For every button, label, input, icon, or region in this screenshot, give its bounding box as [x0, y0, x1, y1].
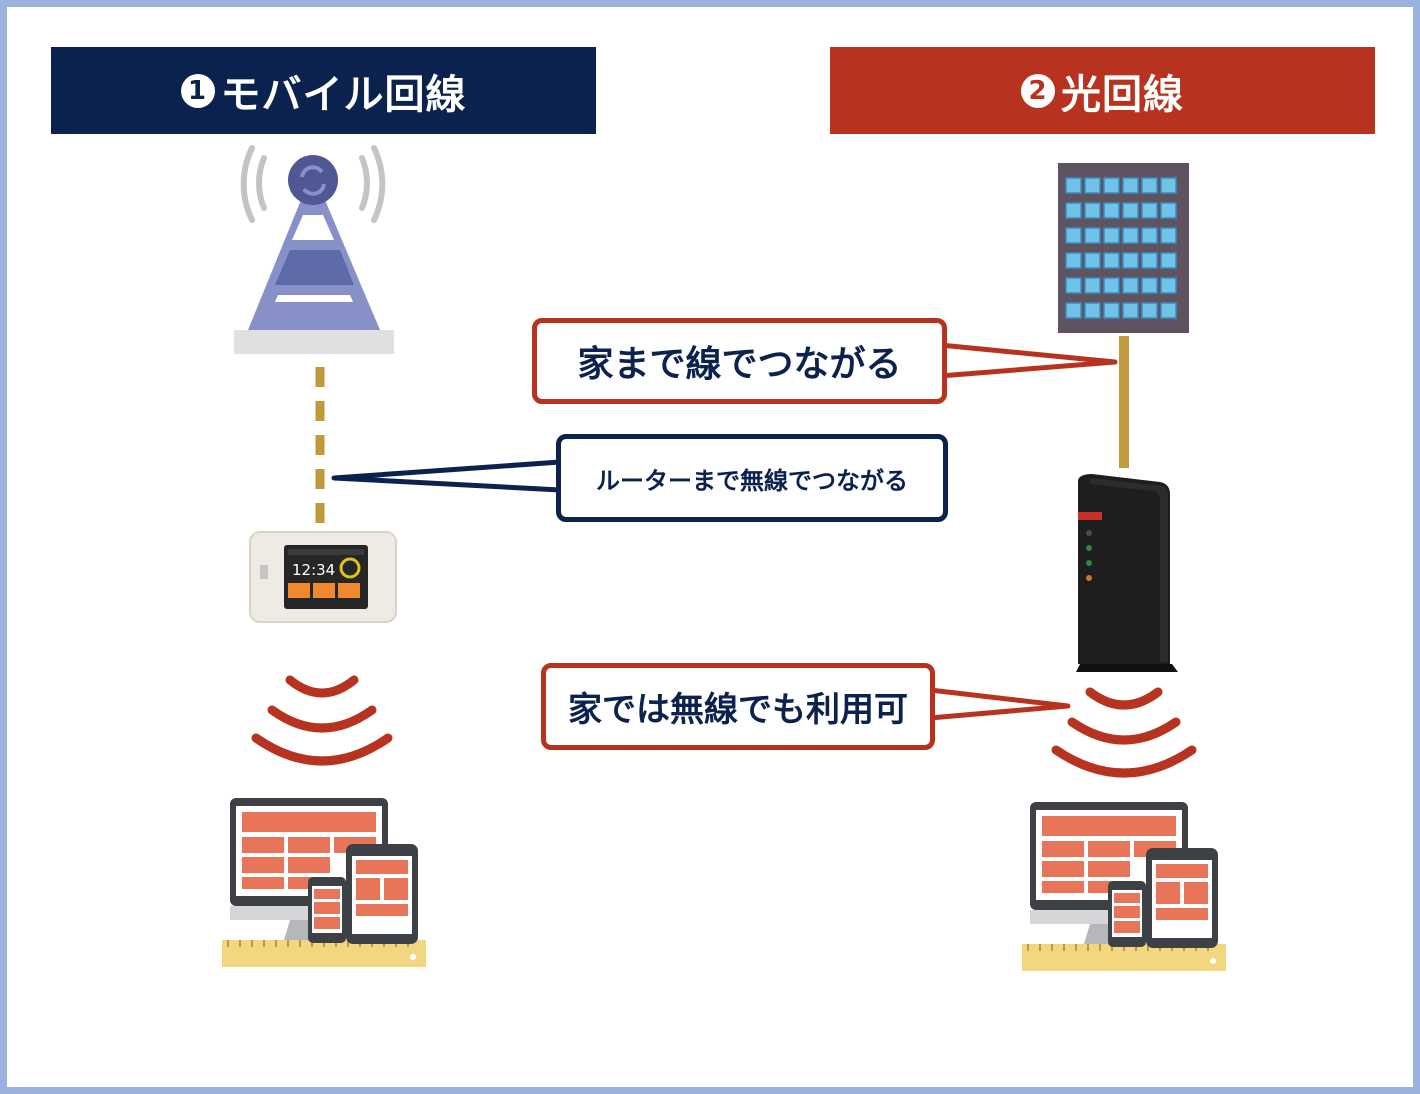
- mobile-router-icon: 12:34: [249, 531, 397, 623]
- router-screen-time: 12:34: [292, 561, 335, 579]
- callout-tail-fiber-wired: [937, 342, 1118, 379]
- callout-fiber-wired: 家まで線でつながる: [532, 318, 947, 404]
- header-mobile-label: モバイル回線: [220, 71, 467, 118]
- header-fiber-label: 光回線: [1061, 71, 1184, 118]
- callout-tail-mobile-wireless: [331, 459, 563, 493]
- wifi-waves-icon-left: [251, 675, 393, 766]
- header-mobile-line: 1 モバイル回線: [51, 47, 596, 134]
- fiber-router-icon: [1076, 474, 1178, 672]
- header-fiber-line: 2 光回線: [830, 47, 1375, 134]
- devices-icon-left: [222, 798, 426, 967]
- callout-fiber-home-wireless: 家では無線でも利用可: [541, 663, 935, 750]
- number-badge-2: 2: [1021, 73, 1055, 108]
- wifi-waves-icon-right: [1051, 687, 1197, 778]
- devices-icon-right: [1022, 802, 1226, 971]
- office-building-icon: [1058, 163, 1189, 333]
- antenna-tower-icon: [234, 145, 394, 354]
- callout-tail-fiber-home-wireless: [927, 687, 1071, 721]
- callout-mobile-wireless: ルーターまで無線でつながる: [556, 434, 948, 522]
- number-badge-1: 1: [180, 73, 215, 108]
